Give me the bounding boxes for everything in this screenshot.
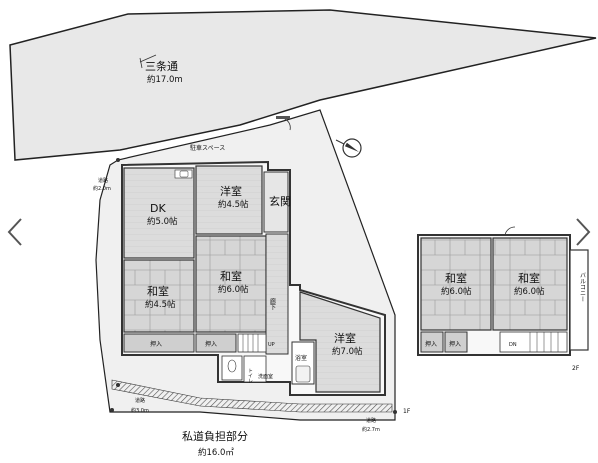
dk-name: DK bbox=[150, 202, 166, 215]
room-entrance[interactable] bbox=[263, 171, 289, 233]
hallway-name: 廊下 bbox=[269, 297, 276, 311]
balcony[interactable] bbox=[569, 249, 589, 351]
floor1-label: 1F bbox=[403, 408, 411, 415]
street-area bbox=[9, 9, 597, 161]
toilet-label: トイレ bbox=[247, 368, 253, 383]
stairs-2f[interactable] bbox=[499, 331, 568, 353]
room-2f-japanese-1[interactable] bbox=[420, 237, 492, 331]
private-road-hatch bbox=[111, 379, 393, 413]
room-japanese-1[interactable] bbox=[123, 259, 195, 333]
bath-label: 浴室 bbox=[295, 354, 307, 362]
road-left-bottom-label: 道路 bbox=[135, 397, 145, 404]
entrance-name: 玄関 bbox=[269, 194, 291, 208]
2f-closet1-label: 押入 bbox=[425, 340, 437, 348]
2f-japanese2-name: 和室 bbox=[518, 271, 540, 285]
road-bottom-right-label: 道路 bbox=[366, 417, 376, 424]
2f-japanese2-size: 約6.0帖 bbox=[514, 286, 545, 297]
stairs-1f[interactable] bbox=[237, 333, 267, 353]
2f-japanese1-size: 約6.0帖 bbox=[441, 286, 472, 297]
closet-2[interactable] bbox=[195, 333, 237, 353]
road-bottom-right-width: 約2.7m bbox=[362, 426, 380, 433]
road-left-bottom-width: 約3.0m bbox=[131, 407, 149, 414]
bathtub bbox=[295, 365, 311, 383]
parking-label: 駐車スペース bbox=[190, 144, 225, 152]
road-left-top-label: 道路 bbox=[98, 177, 108, 184]
dk-size: 約5.0帖 bbox=[147, 216, 178, 227]
toilet-fixture bbox=[227, 359, 237, 373]
floor2-label: 2F bbox=[572, 365, 580, 372]
stairs-dn-label: DN bbox=[509, 342, 517, 348]
floor2-building bbox=[417, 226, 589, 356]
room-hallway[interactable] bbox=[265, 233, 289, 355]
japanese1-size: 約4.5帖 bbox=[145, 299, 176, 310]
private-road-area: 約16.0㎡ bbox=[198, 447, 234, 458]
room-western-2[interactable] bbox=[299, 291, 381, 393]
japanese2-name: 和室 bbox=[220, 269, 242, 283]
closet-2f-2[interactable] bbox=[444, 331, 468, 353]
western2-size: 約7.0帖 bbox=[332, 346, 363, 357]
next-image-button[interactable] bbox=[572, 212, 594, 252]
washroom-label: 洗面室 bbox=[258, 373, 273, 380]
private-road-label: 私道負担部分 bbox=[182, 429, 248, 443]
western2-name: 洋室 bbox=[334, 331, 356, 345]
closet-2f-1[interactable] bbox=[420, 331, 444, 353]
japanese1-name: 和室 bbox=[147, 284, 169, 298]
room-japanese-2[interactable] bbox=[195, 235, 267, 333]
previous-image-button[interactable] bbox=[4, 212, 26, 252]
closet-1[interactable] bbox=[123, 333, 195, 353]
balcony-label: バルコニー bbox=[579, 272, 586, 302]
2f-japanese1-name: 和室 bbox=[445, 271, 467, 285]
street-width: 約17.0m bbox=[147, 74, 183, 85]
closet2-label: 押入 bbox=[205, 340, 217, 348]
room-washroom[interactable] bbox=[243, 355, 267, 383]
stairs-up-label: UP bbox=[268, 342, 275, 348]
compass-icon bbox=[335, 138, 362, 158]
closet1-label: 押入 bbox=[150, 340, 162, 348]
chevron-left-icon bbox=[7, 218, 22, 246]
japanese2-size: 約6.0帖 bbox=[218, 284, 249, 295]
kitchen-sink bbox=[179, 170, 189, 178]
floor1-building bbox=[110, 158, 397, 414]
room-western-1[interactable] bbox=[195, 165, 263, 235]
chevron-right-icon bbox=[576, 218, 591, 246]
western1-name: 洋室 bbox=[220, 184, 242, 198]
room-2f-japanese-2[interactable] bbox=[492, 237, 568, 331]
western1-size: 約4.5帖 bbox=[218, 199, 249, 210]
2f-closet2-label: 押入 bbox=[449, 340, 461, 348]
room-dk[interactable] bbox=[123, 167, 195, 259]
street-name: 三条通 bbox=[145, 59, 178, 73]
road-left-top-width: 約2.0m bbox=[93, 185, 111, 192]
